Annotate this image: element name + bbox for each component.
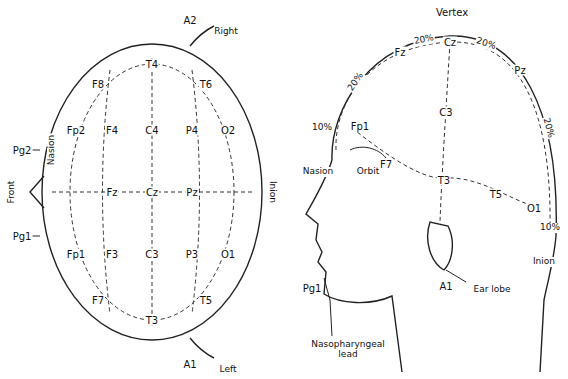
electrode-label: Fz [105,187,118,198]
electrode-label: P4 [185,125,199,136]
electrode-label: A1 [182,359,197,370]
head-outline [42,44,262,340]
electrode-label: A2 [182,15,197,26]
skull-profile [332,36,556,372]
pg-leads [30,150,40,236]
electrode-label: Orbit [356,167,381,177]
electrode-label: Fp2 [66,125,86,136]
electrode-label: Pg1 [302,283,323,294]
electrode-label: Nasion [302,167,335,177]
electrode-label: Nasopharyngeal lead [304,340,392,360]
electrode-label: T4 [145,59,159,70]
electrode-label: F3 [105,249,119,260]
electrode-label: 20% [412,33,436,47]
nasopharyngeal-lead [324,278,332,336]
electrode-label: Fz [393,47,406,58]
ear-right [190,26,214,46]
electrode-label: P3 [185,249,199,260]
midline-arc [336,42,550,230]
electrode-label: Fp1 [66,249,86,260]
electrode-label: Pz [513,65,526,76]
coronal-line-side [440,42,450,222]
electrode-label: A1 [438,281,453,292]
electrode-label: T3 [437,175,451,186]
electrode-label: Cz [145,187,159,198]
electrode-label: Fp1 [350,121,370,132]
ear [428,222,453,270]
electrode-label: 20% [346,70,367,94]
electrode-label: T3 [145,315,159,326]
electrode-label: Pg1 [12,231,33,242]
electrode-label: T5 [489,189,503,200]
electrode-label: C3 [144,249,159,260]
electrode-label: 20% [540,116,555,140]
electrode-label: Cz [443,37,457,48]
electrode-label: O1 [220,249,236,260]
electrode-label: Vertex [435,7,469,18]
electrode-label: F8 [91,79,105,90]
electrode-label: C4 [144,125,159,136]
electrode-label: C3 [438,107,453,118]
ear-left [190,338,214,358]
electrode-label: Inion [532,257,556,267]
electrode-label: 10% [539,223,561,233]
electrode-label: Ear lobe [472,285,511,295]
electrode-label: F4 [105,125,119,136]
electrode-label: T6 [199,79,213,90]
electrode-label: Pz [185,187,198,198]
electrode-label: 10% [311,123,333,133]
electrode-label: F7 [91,295,105,306]
electrode-label: Right [213,27,239,37]
electrode-label: Inion [267,180,277,204]
electrode-label: Front [7,180,17,205]
electrode-label: Left [219,365,238,375]
lateral-line [352,128,534,206]
orbit [350,147,386,158]
electrode-label: F7 [379,159,393,170]
nose [30,176,44,208]
electrode-label: Nasion [47,134,57,167]
electrode-label: Pg2 [12,145,33,156]
electrode-label: T5 [199,295,213,306]
electrode-label: O2 [220,125,236,136]
electrode-label: 20% [474,36,498,52]
electrode-label: O1 [526,203,542,214]
